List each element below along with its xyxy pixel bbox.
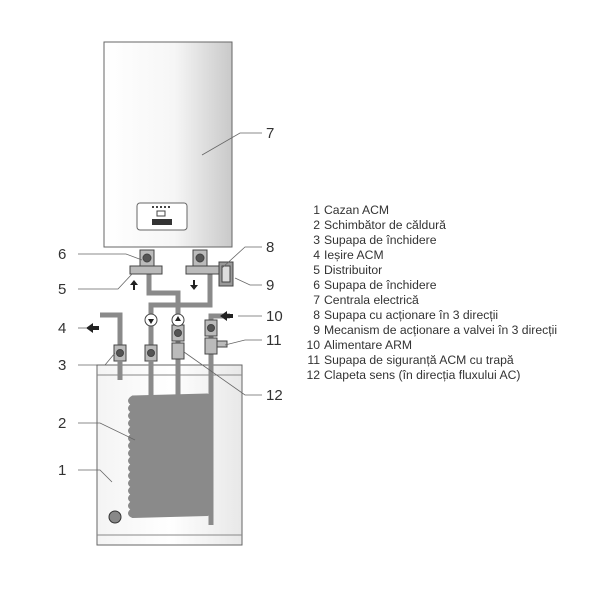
callout-5: 5 <box>58 281 66 298</box>
legend-num: 7 <box>313 293 320 307</box>
callout-9: 9 <box>266 277 274 294</box>
callout-3: 3 <box>58 357 66 374</box>
legend-item: 2 Schimbător de căldură <box>300 218 562 233</box>
legend-num: 8 <box>313 308 320 322</box>
legend-num: 3 <box>313 233 320 247</box>
legend-item: 9 Mecanism de acționare a valvei în 3 dir… <box>300 323 562 338</box>
legend-num: 12 <box>306 368 320 382</box>
legend-item: 10 Alimentare ARM <box>300 338 562 353</box>
flow-arrows <box>86 280 233 333</box>
legend-item: 12 Clapeta sens (în direcția fluxului AC) <box>300 368 562 383</box>
callout-10: 10 <box>266 308 283 325</box>
callout-12: 12 <box>266 387 283 404</box>
legend-num: 5 <box>313 263 320 277</box>
legend-text: Supapa de siguranță ACM cu trapă <box>324 353 514 367</box>
legend-text: Supapa de închidere <box>324 278 437 292</box>
callout-7: 7 <box>266 125 274 142</box>
legend-text: Centrala electrică <box>324 293 419 307</box>
heat-exchanger-coil <box>128 393 213 519</box>
electric-boiler <box>103 41 233 248</box>
callout-11: 11 <box>266 332 282 349</box>
coil-turn <box>128 505 213 519</box>
legend-num: 1 <box>313 203 320 217</box>
legend-text: Supapa cu acționare în 3 direcții <box>324 308 499 322</box>
legend-item: 8 Supapa cu acționare în 3 direcții <box>300 308 562 323</box>
legend-text: Supapa de închidere <box>324 233 437 247</box>
legend-item: 3 Supapa de închidere <box>300 233 562 248</box>
legend-text: Clapeta sens (în direcția fluxului AC) <box>324 368 521 382</box>
legend-text: Distribuitor <box>324 263 383 277</box>
callout-2: 2 <box>58 415 66 432</box>
legend-num: 10 <box>306 338 320 352</box>
legend-item: 6 Supapa de închidere <box>300 278 562 293</box>
callout-6: 6 <box>58 246 66 263</box>
legend-num: 11 <box>307 353 320 367</box>
callout-4: 4 <box>58 320 66 337</box>
legend-item: 11 Supapa de siguranță ACM cu trapă <box>300 353 562 368</box>
legend-num: 6 <box>313 278 320 292</box>
legend-item: 7 Centrala electrică <box>300 293 562 308</box>
callout-1: 1 <box>58 462 66 479</box>
legend-text: Alimentare ARM <box>324 338 413 352</box>
callout-8: 8 <box>266 239 274 256</box>
legend-item: 1 Cazan ACM <box>300 203 562 218</box>
legend-text: Ieșire ACM <box>324 248 384 262</box>
legend-item: 5 Distribuitor <box>300 263 562 278</box>
legend-num: 9 <box>313 323 320 337</box>
legend-item: 4 Ieșire ACM <box>300 248 562 263</box>
legend-text: Cazan ACM <box>324 203 390 217</box>
legend-num: 4 <box>313 248 320 262</box>
legend-text: Schimbător de căldură <box>324 218 446 232</box>
legend-num: 2 <box>313 218 320 232</box>
leader-lines <box>78 132 262 483</box>
legend-text: Mecanism de acționare a valvei în 3 dire… <box>324 323 558 337</box>
dhw-tank <box>96 360 243 546</box>
